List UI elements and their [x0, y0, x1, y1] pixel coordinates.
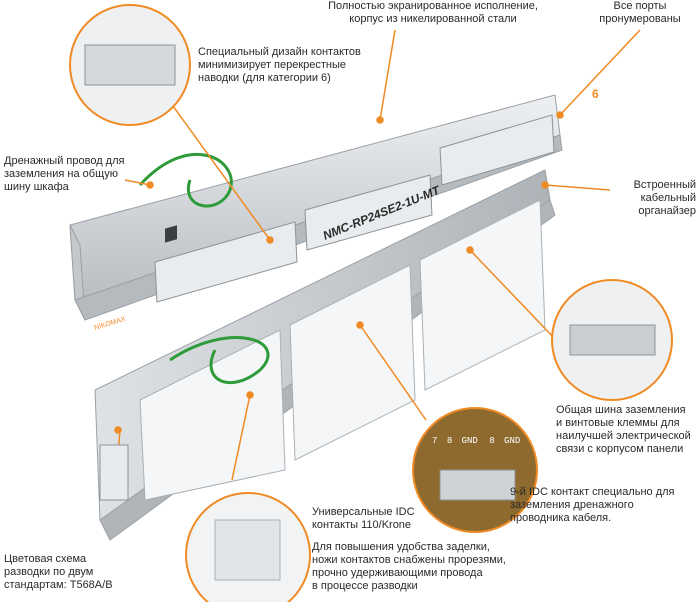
- category-badge: 6: [592, 87, 599, 101]
- gnd-labels: 7 8 GND 8 GND: [432, 436, 522, 446]
- zoom-color-scheme: [99, 444, 129, 501]
- callout-idc-universal: Универсальные IDC контакты 110/Krone: [312, 506, 415, 531]
- callout-blades: Для повышения удобства заделки, ножи кон…: [312, 541, 506, 592]
- gnd-label-8a: 8: [446, 436, 453, 446]
- callout-color-scheme: Цветовая схема разводки по двум стандарт…: [4, 553, 113, 591]
- callout-numbered: Все порты пронумерованы: [599, 0, 681, 25]
- zoom-ground-bus: [551, 279, 673, 401]
- zoom-contacts: [69, 4, 191, 126]
- callout-ground-bus: Общая шина заземления и винтовые клеммы …: [556, 404, 691, 455]
- zoom-blades: [185, 492, 311, 602]
- gnd-label-gnd-b: GND: [504, 436, 521, 446]
- callout-contacts: Специальный дизайн контактов минимизируе…: [198, 46, 361, 84]
- brand-label: NIKOMAX: [94, 316, 127, 332]
- front-panel: [69, 94, 563, 321]
- callout-drain: Дренажный провод для заземления на общую…: [4, 155, 125, 193]
- callout-shielded: Полностью экранированное исполнение, кор…: [328, 0, 538, 25]
- gnd-label-gnd-a: GND: [461, 436, 478, 446]
- callout-idc9: 9-й IDC контакт специально для заземлени…: [510, 486, 675, 524]
- zoom-idc9: [412, 407, 538, 533]
- gnd-label-8b: 8: [489, 436, 495, 446]
- callout-organizer: Встроенный кабельный органайзер: [633, 179, 696, 217]
- gnd-label-7: 7: [432, 436, 438, 446]
- rear-panel: [94, 152, 556, 541]
